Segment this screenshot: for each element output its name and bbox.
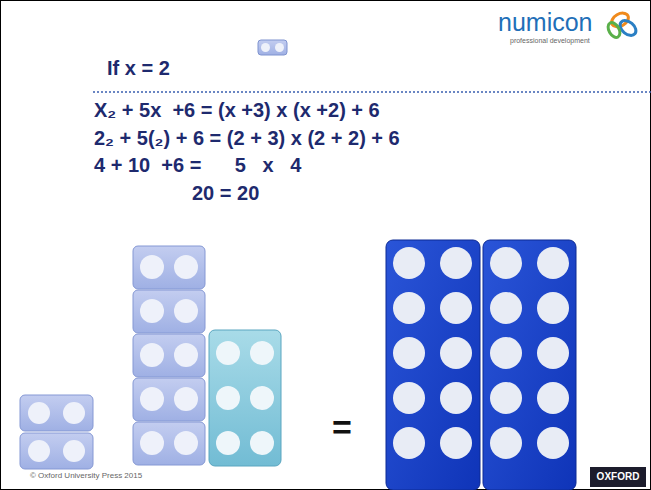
logo-subtitle: professional development <box>510 37 590 45</box>
equation-line: 4 + 10 +6 = 5 x 4 <box>94 154 301 177</box>
equation-line: 20 = 20 <box>192 182 259 205</box>
publisher-logo: OXFORD <box>597 471 640 483</box>
slide-title: If x = 2 <box>107 57 170 80</box>
copyright-note: © Oxford University Press 2015 <box>30 471 142 480</box>
equation-line: X₂ + 5x +6 = (x +3) x (x +2) + 6 <box>94 99 380 122</box>
logo-text: numicon <box>498 8 593 37</box>
equals-sign: = <box>332 408 352 447</box>
equation-line: 2₂ + 5(₂) + 6 = (2 + 3) x (2 + 2) + 6 <box>94 127 400 150</box>
